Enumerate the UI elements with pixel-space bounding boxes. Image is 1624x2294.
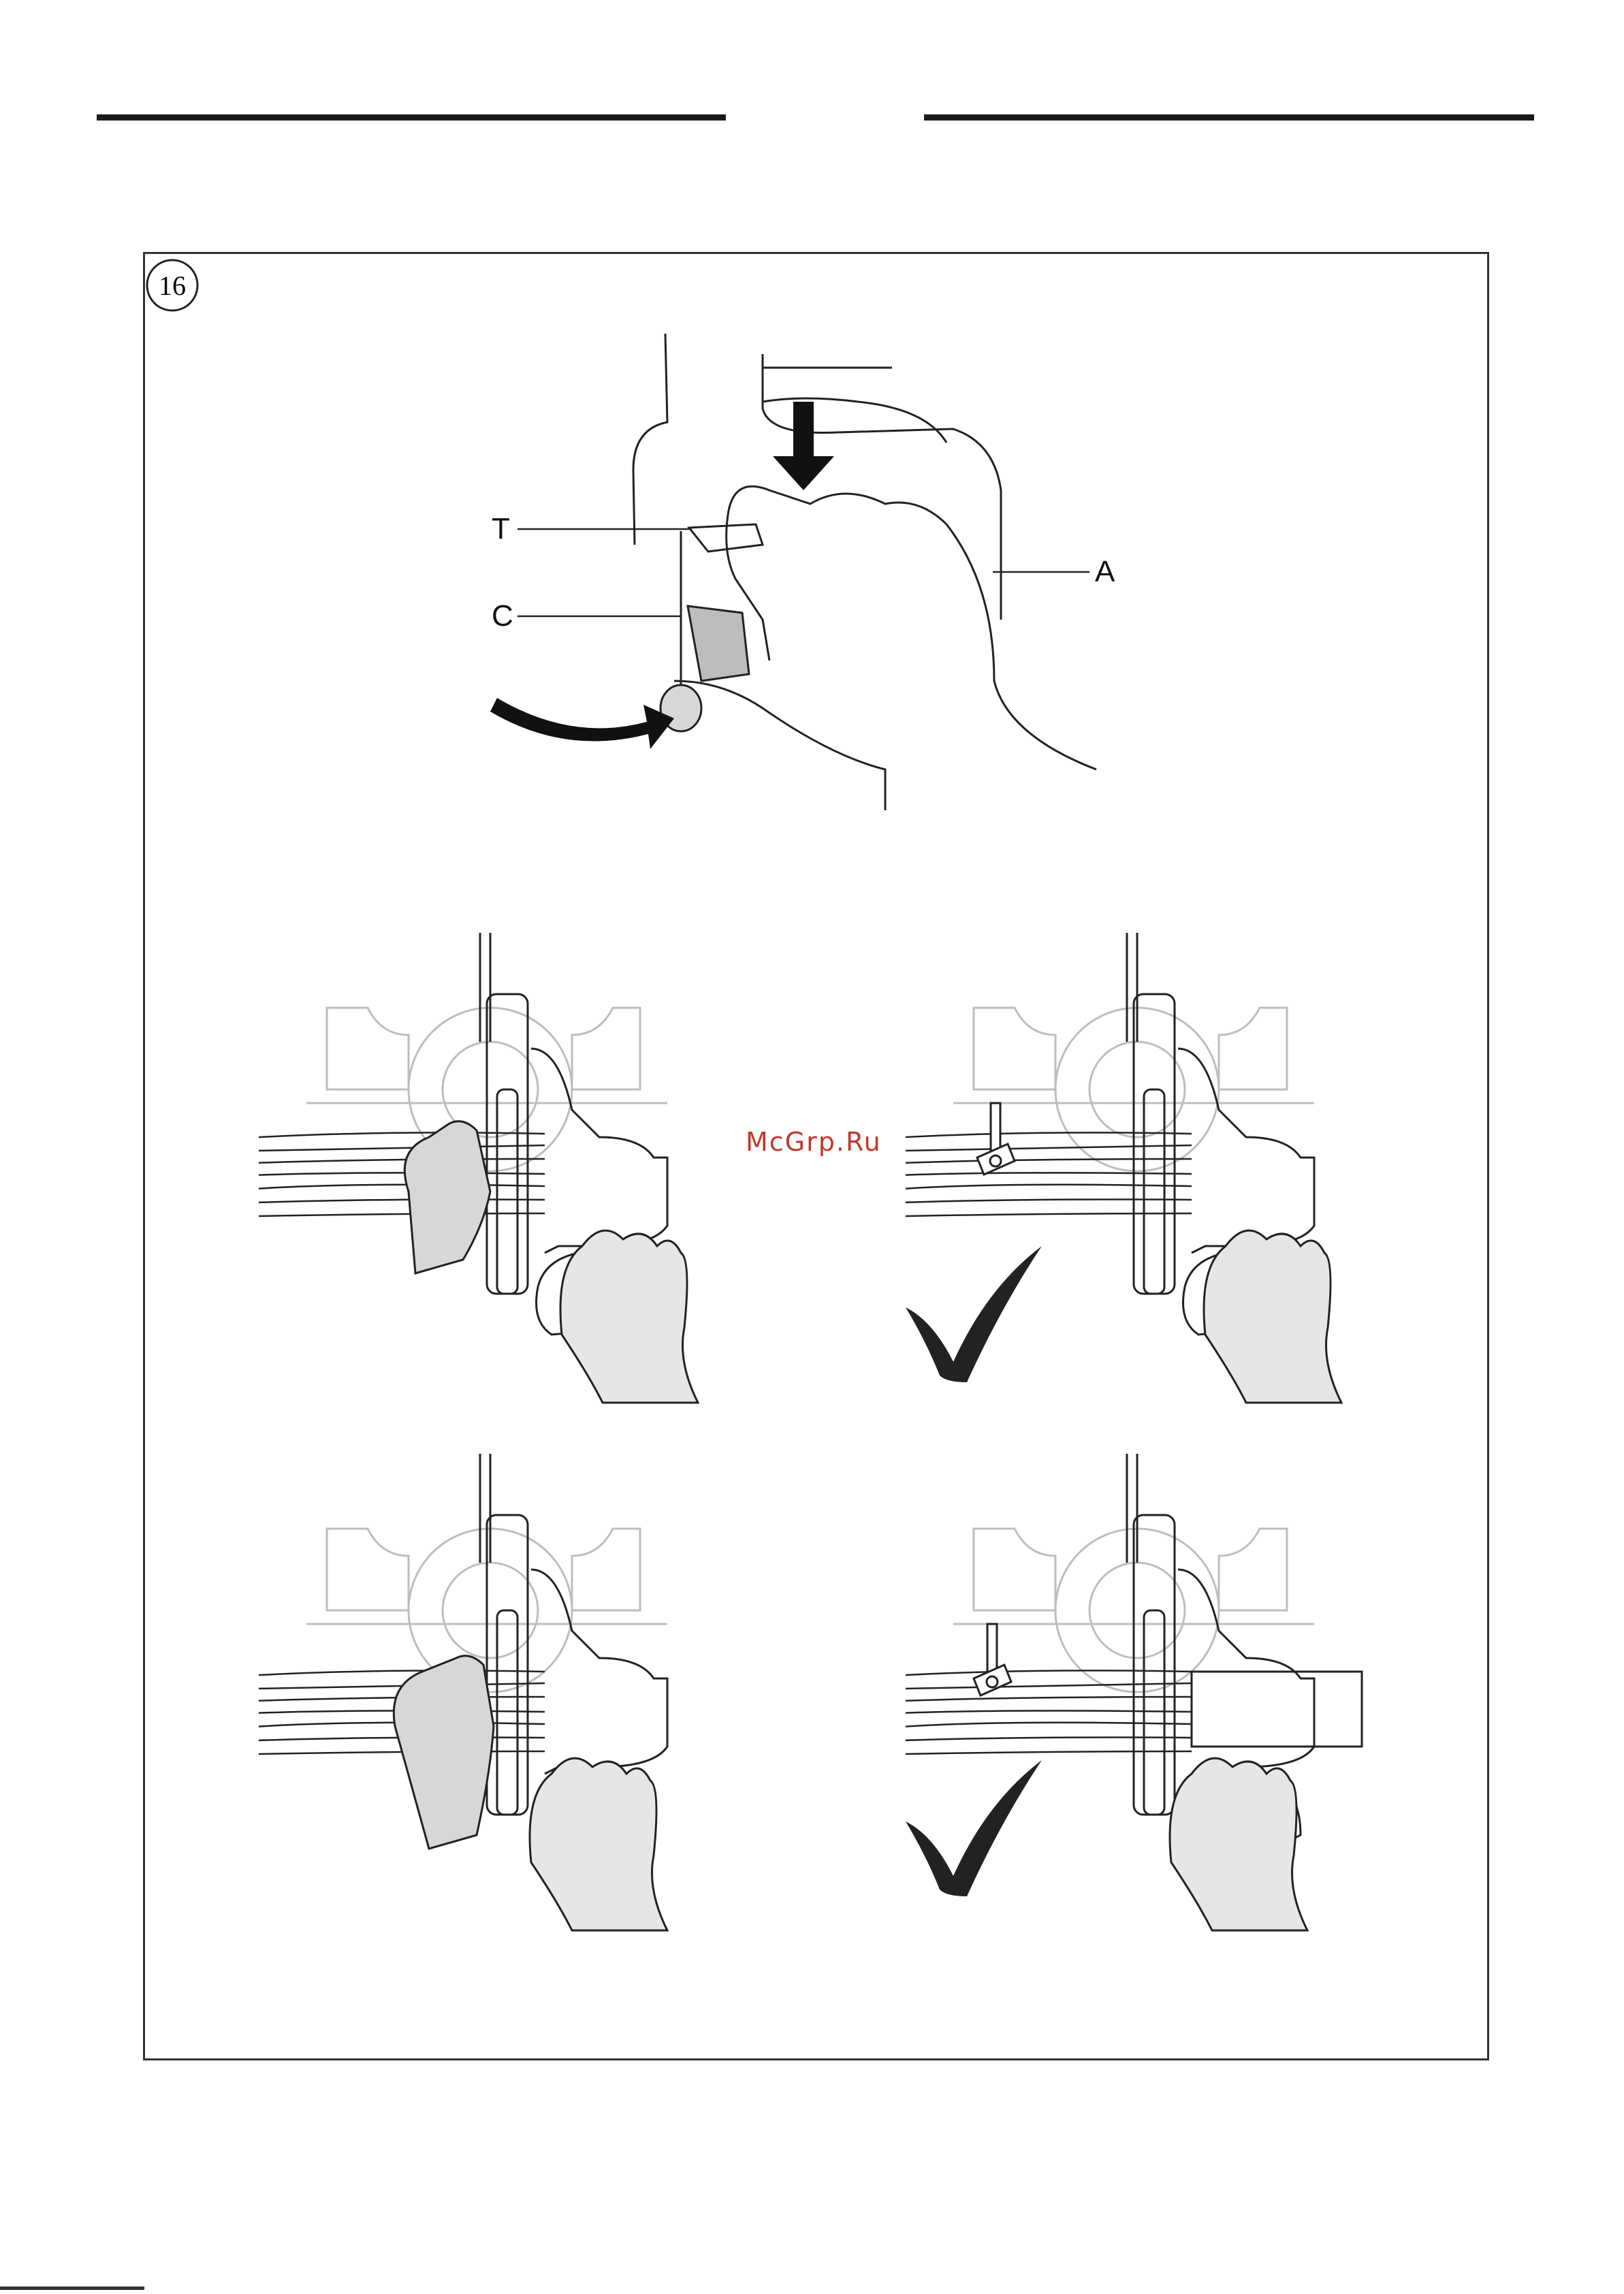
checkmark-icon: [906, 1760, 1042, 1896]
panel-top-left: [259, 933, 735, 1423]
panel-bottom-left: [259, 1454, 735, 1944]
panel-bottom-right: [906, 1454, 1382, 1944]
header-rule-right: [924, 114, 1534, 121]
curved-arrow-icon: [490, 698, 674, 749]
handle-grip-illustration: [477, 327, 1158, 831]
figure-number: 16: [159, 270, 186, 301]
watermark: McGrp.Ru: [746, 1127, 882, 1157]
hand-on-board: [404, 1121, 490, 1273]
page-corner-mark: [0, 2287, 144, 2290]
hand-on-board: [394, 1656, 494, 1849]
press-down-arrow-icon: [773, 402, 834, 490]
callout-a: A: [1095, 555, 1115, 589]
panel-top-right: [906, 933, 1382, 1423]
callout-c: C: [492, 599, 513, 633]
callout-t: T: [492, 512, 510, 546]
header-rule-left: [97, 114, 726, 121]
figure-number-badge: 16: [144, 257, 200, 313]
checkmark-icon: [906, 1246, 1042, 1382]
